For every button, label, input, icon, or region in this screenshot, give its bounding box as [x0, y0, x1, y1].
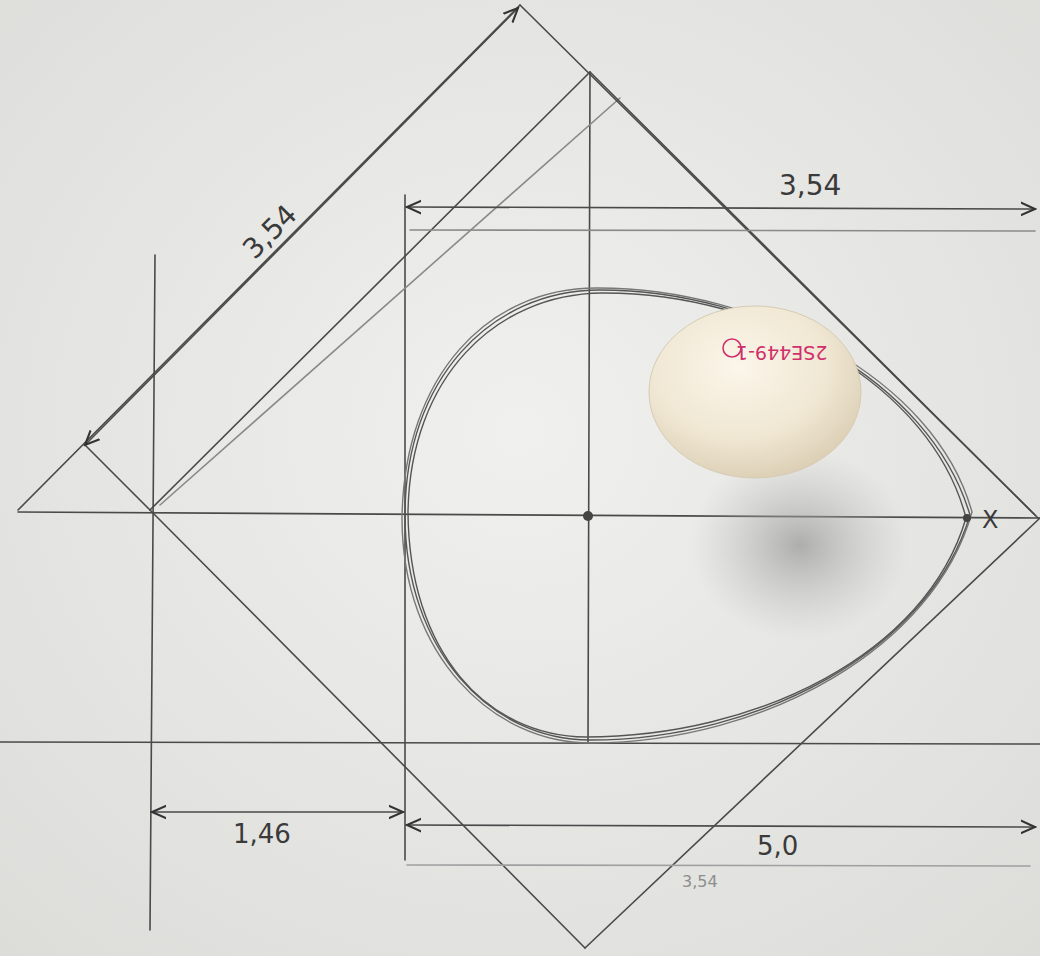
point-label: X: [982, 508, 998, 532]
dimension-label: 1,46: [233, 821, 291, 847]
dimension-label: 3,54: [682, 874, 718, 890]
dimension-label: 5,0: [757, 833, 798, 859]
dimension-label: 3,54: [779, 172, 841, 200]
egg-stamp: 2SE449-1: [736, 343, 827, 362]
